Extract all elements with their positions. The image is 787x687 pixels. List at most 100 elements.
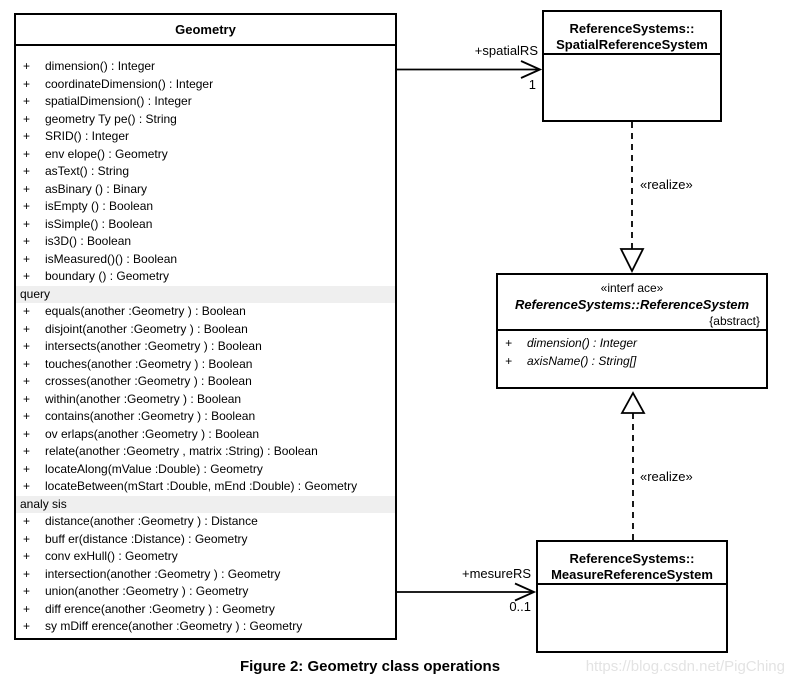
- realize-label-bottom: «realize»: [640, 469, 693, 484]
- visibility-marker: +: [23, 321, 31, 336]
- operation-row: +within(another :Geometry ) : Boolean: [16, 391, 395, 409]
- visibility-marker: +: [23, 461, 31, 476]
- visibility-marker: +: [23, 129, 31, 143]
- measure-reference-system-box: ReferenceSystems:: MeasureReferenceSyste…: [536, 540, 728, 653]
- mesurers-multiplicity: 0..1: [509, 599, 531, 614]
- visibility-marker: +: [23, 549, 31, 563]
- operation-row: +touches(another :Geometry ) : Boolean: [16, 356, 395, 374]
- operation-row: +env elope() : Geometry: [16, 146, 395, 164]
- operation-row: +locateAlong(mValue :Double) : Geometry: [16, 461, 395, 479]
- visibility-marker: +: [505, 336, 513, 350]
- operation-signature: sy mDiff erence(another :Geometry ) : Ge…: [45, 619, 303, 633]
- visibility-marker: +: [23, 59, 31, 73]
- visibility-marker: +: [23, 339, 31, 353]
- operation-row: + asBinary () : Binary: [16, 181, 395, 199]
- operation-row: + diff erence(another :Geometry ) : Geome…: [16, 601, 395, 619]
- operation-row: +coordinateDimension() : Integer: [16, 76, 395, 94]
- operation-signature: equals(another :Geometry ) : Boolean: [45, 304, 246, 318]
- operation-signature: SRID() : Integer: [45, 129, 130, 143]
- visibility-marker: +: [23, 76, 31, 91]
- operation-row: + isEmpty () : Boolean: [16, 198, 395, 216]
- operation-signature: distance(another :Geometry ) : Distance: [45, 514, 258, 528]
- visibility-marker: +: [23, 601, 31, 616]
- visibility-marker: +: [23, 531, 31, 546]
- visibility-marker: +: [505, 353, 513, 368]
- operation-signature: buff er(distance :Distance) : Geometry: [45, 531, 248, 546]
- visibility-marker: +: [23, 304, 31, 318]
- operation-row: +disjoint(another :Geometry ) : Boolean: [16, 321, 395, 339]
- reference-system-interface-box: «interf ace» ReferenceSystems::Reference…: [496, 273, 768, 389]
- operation-row: +asText() : String: [16, 163, 395, 181]
- visibility-marker: +: [23, 94, 31, 108]
- visibility-marker: +: [23, 444, 31, 458]
- visibility-marker: +: [23, 164, 31, 178]
- visibility-marker: +: [23, 111, 31, 126]
- spatial-class-title: ReferenceSystems:: SpatialReferenceSyste…: [544, 12, 720, 55]
- operation-signature: boundary () : Geometry: [45, 269, 170, 283]
- operation-signature: is3D() : Boolean: [45, 234, 132, 248]
- figure-caption: Figure 2: Geometry class operations: [239, 658, 501, 675]
- operation-signature: isEmpty () : Boolean: [45, 199, 154, 213]
- operation-row: + intersection(another :Geometry ) : Geom…: [16, 566, 395, 584]
- operation-signature: axisName() : String[]: [527, 353, 637, 368]
- mesurers-role-label: +mesureRS: [462, 566, 531, 581]
- visibility-marker: +: [23, 409, 31, 423]
- operation-signature: union(another :Geometry ) : Geometry: [45, 584, 249, 598]
- interface-operations: + dimension() : Integer + axisName() : S…: [498, 331, 766, 370]
- operation-row: + axisName() : String[]: [498, 353, 766, 371]
- interface-title: ReferenceSystems::ReferenceSystem: [514, 297, 750, 312]
- operation-row: +intersects(another :Geometry ) : Boolea…: [16, 338, 395, 356]
- spatialrs-role-label: +spatialRS: [474, 43, 538, 58]
- watermark: https://blog.csdn.net/PigChing: [585, 658, 785, 675]
- operation-row: + relate(another :Geometry , matrix :Stri…: [16, 443, 395, 461]
- geometry-class-box: Geometry + dimension() : Integer +coordina…: [14, 13, 397, 640]
- spatial-class-title-line2: SpatialReferenceSystem: [556, 37, 708, 52]
- operation-signature: conv exHull() : Geometry: [45, 549, 178, 563]
- visibility-marker: +: [23, 181, 31, 196]
- operation-signature: spatialDimension() : Integer: [45, 94, 192, 108]
- operation-row: + conv exHull() : Geometry: [16, 548, 395, 566]
- operation-row: + SRID() : Integer: [16, 128, 395, 146]
- operation-row: + dimension() : Integer: [16, 58, 395, 76]
- realize-label-top: «realize»: [640, 177, 693, 192]
- operation-row: + equals(another :Geometry ) : Boolean: [16, 303, 395, 321]
- geometry-class-title: Geometry: [16, 15, 395, 46]
- operation-signature: relate(another :Geometry , matrix :Strin…: [45, 444, 318, 458]
- operation-signature: env elope() : Geometry: [45, 146, 168, 161]
- visibility-marker: +: [23, 566, 31, 581]
- operation-row: + spatialDimension() : Integer: [16, 93, 395, 111]
- visibility-marker: +: [23, 251, 31, 266]
- visibility-marker: +: [23, 619, 31, 633]
- operation-signature: within(another :Geometry ) : Boolean: [45, 391, 242, 406]
- hollow-triangle-arrowhead-icon: [619, 248, 645, 274]
- visibility-marker: +: [23, 199, 31, 213]
- interface-title-compartment: «interf ace» ReferenceSystems::Reference…: [498, 275, 766, 331]
- operation-row: +ov erlaps(another :Geometry ) : Boolean: [16, 426, 395, 444]
- operation-section-header: analy sis: [16, 495, 395, 513]
- operation-row: +isMeasured()() : Boolean: [16, 251, 395, 269]
- operation-row: +locateBetween(mStart :Double, mEnd :Dou…: [16, 478, 395, 496]
- operation-row: + dimension() : Integer: [498, 335, 766, 353]
- visibility-marker: +: [23, 514, 31, 528]
- operation-signature: intersection(another :Geometry ) : Geome…: [45, 566, 281, 581]
- operation-section-header: query: [16, 285, 395, 303]
- operation-row: + geometry Ty pe() : String: [16, 111, 395, 129]
- operation-signature: asBinary () : Binary: [45, 181, 148, 196]
- operation-row: + is3D() : Boolean: [16, 233, 395, 251]
- operation-row: +isSimple() : Boolean: [16, 216, 395, 234]
- operation-signature: dimension() : Integer: [45, 59, 156, 73]
- operation-row: +boundary () : Geometry: [16, 268, 395, 286]
- spatial-reference-system-box: ReferenceSystems:: SpatialReferenceSyste…: [542, 10, 722, 122]
- operation-row: + union(another :Geometry ) : Geometry: [16, 583, 395, 601]
- visibility-marker: +: [23, 584, 31, 598]
- operation-row: + sy mDiff erence(another :Geometry ) : G…: [16, 618, 395, 636]
- operation-row: + crosses(another :Geometry ) : Boolean: [16, 373, 395, 391]
- operation-row: + distance(another :Geometry ) : Distance: [16, 513, 395, 531]
- visibility-marker: +: [23, 234, 31, 248]
- measure-class-title-line2: MeasureReferenceSystem: [551, 567, 713, 582]
- operation-signature: crosses(another :Geometry ) : Boolean: [45, 374, 252, 388]
- operation-signature: geometry Ty pe() : String: [45, 111, 177, 126]
- visibility-marker: +: [23, 374, 31, 388]
- operation-signature: diff erence(another :Geometry ) : Geomet…: [45, 601, 275, 616]
